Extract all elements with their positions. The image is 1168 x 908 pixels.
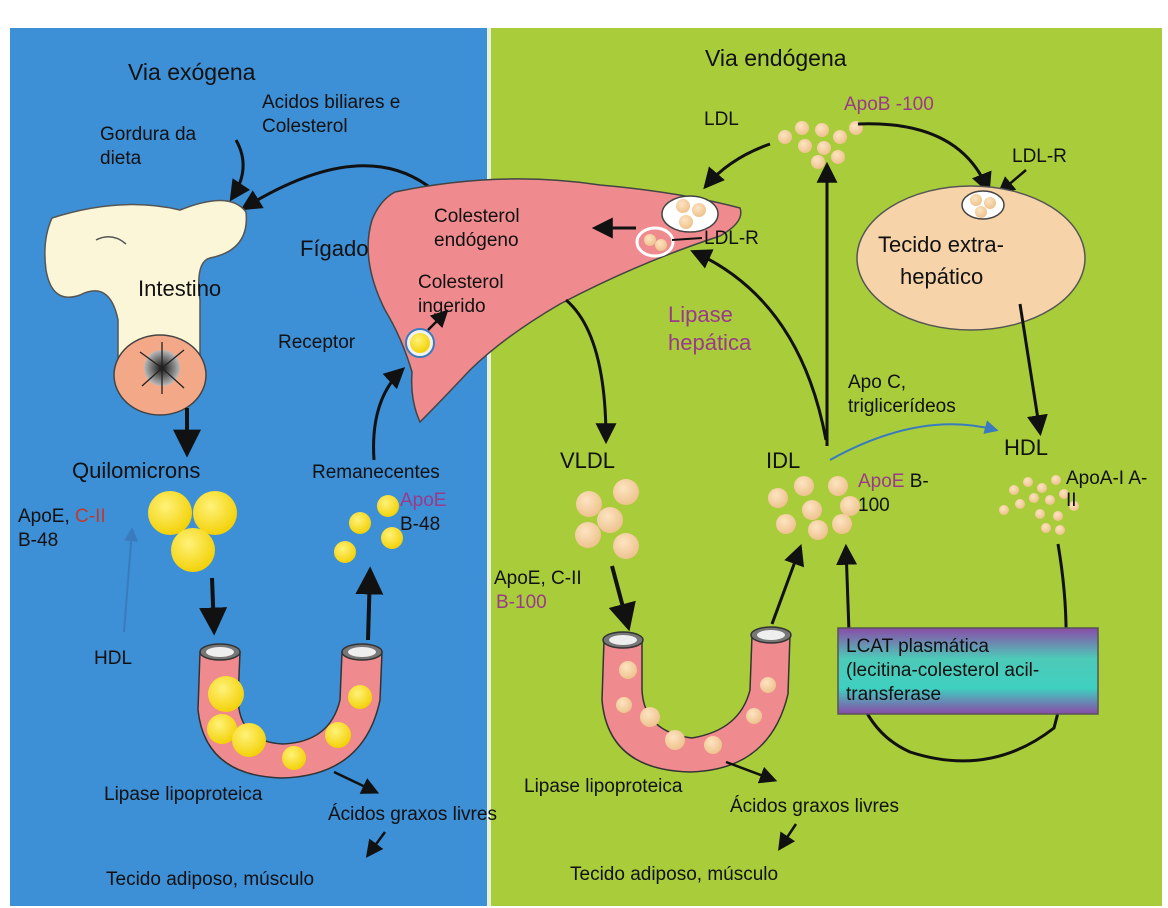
tissue-ldlr-label: LDL-R [1012, 146, 1067, 167]
liver-ldlr-label: LDL-R [704, 228, 759, 249]
vessel-to-remnant-arrow [368, 572, 370, 640]
idl-label: IDL [766, 448, 800, 473]
fatty-acids-exo-label: Ácidos graxos livres [328, 804, 497, 825]
ldl-label: LDL [704, 109, 739, 130]
endo-hdl-label: HDL [1004, 435, 1048, 460]
vldl-apo-label-1: ApoE, C-II [494, 568, 582, 589]
chylo-apo-label: ApoE, C-II [18, 506, 106, 527]
liver-label: Fígado [300, 236, 369, 261]
lipase-endo-label: Lipase lipoproteica [524, 776, 683, 797]
remnant-apoe-label: ApoE [400, 490, 446, 511]
chylo-apo-b48: B-48 [18, 530, 58, 551]
exo-hdl-label: HDL [94, 648, 132, 669]
fatty-acids-endo-label: Ácidos graxos livres [730, 796, 899, 817]
lipase-exo-label: Lipase lipoproteica [104, 784, 263, 805]
vldl-label: VLDL [560, 448, 615, 473]
chylomicrons-label: Quilomicrons [72, 458, 200, 483]
intestine-label: Intestino [138, 276, 221, 301]
tissue-exo-label: Tecido adiposo, músculo [106, 869, 314, 890]
chylo-to-vessel-arrow [212, 578, 214, 630]
idl-apo-100: 100 [858, 495, 890, 516]
vldl-apo-label-2: B-100 [496, 592, 547, 613]
exogenous-title: Via exógena [128, 59, 256, 85]
idl-apo-label: ApoE B- [858, 471, 929, 492]
remnants-label: Remanecentes [312, 462, 440, 483]
remnant-b48-label: B-48 [400, 514, 440, 535]
tissue-endo-label: Tecido adiposo, músculo [570, 864, 778, 885]
extrahepatic-tissue [857, 186, 1085, 330]
endogenous-title: Via endógena [705, 45, 847, 71]
apob100-label: ApoB -100 [844, 94, 934, 115]
receptor-label: Receptor [278, 332, 356, 353]
